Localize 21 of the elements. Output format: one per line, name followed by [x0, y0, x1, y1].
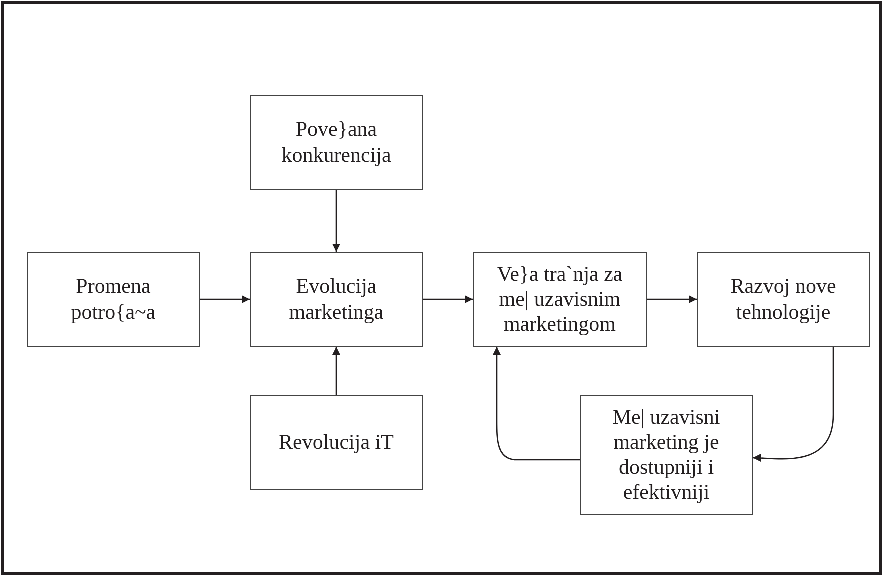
- arrow: [752, 347, 834, 462]
- arrow: [423, 296, 473, 304]
- box-text: Razvoj nove tehnologije: [730, 274, 838, 325]
- box-text: Evolucija marketinga: [288, 274, 385, 325]
- box-text: Promena potro{a~a: [70, 274, 157, 325]
- process-box: [580, 395, 753, 515]
- box-text: Revolucija iT: [279, 430, 394, 456]
- arrow: [647, 296, 697, 304]
- process-box: [27, 252, 200, 347]
- process-box: [250, 252, 423, 347]
- arrow: [493, 347, 580, 461]
- box-text: Pove}ana konkurencija: [280, 117, 392, 168]
- arrow: [200, 296, 250, 304]
- process-box: [697, 252, 870, 347]
- process-box: [473, 252, 647, 347]
- box-text: Ve}a tra`nja za me| uzavisnim marketingom: [496, 262, 624, 338]
- arrow: [332, 190, 340, 252]
- box-text: Me| uzavisni marketing je dostupniji i efektivniji: [612, 404, 722, 506]
- process-box: [250, 395, 423, 490]
- arrow: [332, 347, 340, 395]
- process-box: [250, 95, 423, 190]
